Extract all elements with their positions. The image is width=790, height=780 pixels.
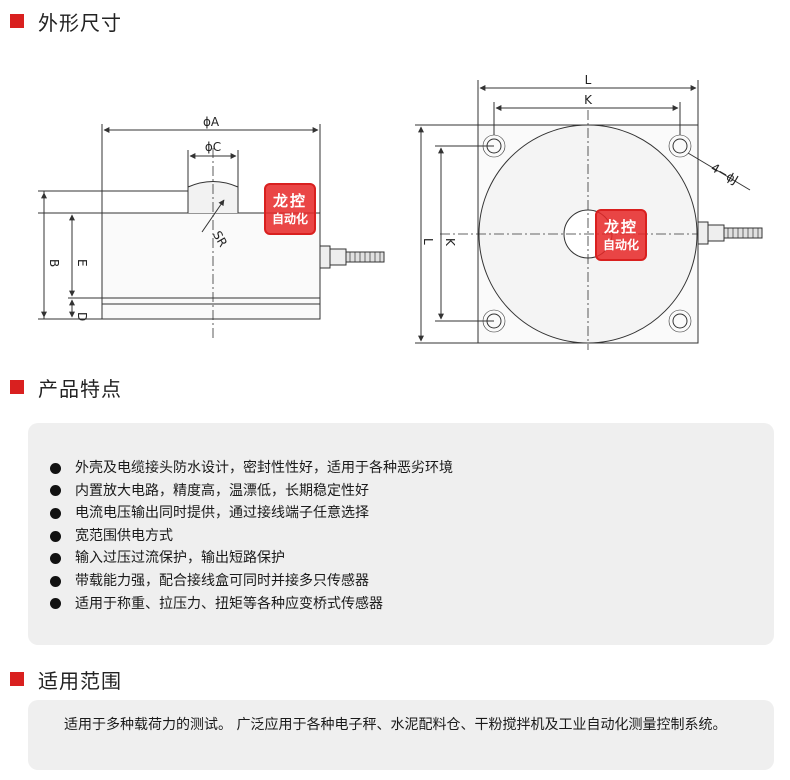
list-item: 内置放大电路，精度高，温漂低，长期稳定性好 (50, 480, 774, 503)
list-item: 宽范围供电方式 (50, 525, 774, 548)
section-marker (10, 672, 24, 686)
scope-panel: 适用于多种载荷力的测试。 广泛应用于各种电子秤、水泥配料仓、干粉搅拌机及工业自动… (28, 700, 774, 770)
features-panel: 外壳及电缆接头防水设计，密封性性好，适用于各种恶劣环境 内置放大电路，精度高，温… (28, 423, 774, 645)
list-item: 适用于称重、拉压力、扭矩等各种应变桥式传感器 (50, 593, 774, 616)
scope-text: 适用于多种载荷力的测试。 广泛应用于各种电子秤、水泥配料仓、干粉搅拌机及工业自动… (64, 717, 727, 733)
bullet-icon (50, 462, 61, 474)
label-phi-c: ϕC (205, 140, 221, 154)
stamp-line2: 自动化 (602, 237, 639, 252)
stamp-line1: 龙控 (272, 191, 307, 210)
section-title-features: 产品特点 (10, 374, 122, 401)
feature-text: 输入过压过流保护，输出短路保护 (75, 550, 285, 567)
feature-text: 外壳及电缆接头防水设计，密封性性好，适用于各种恶劣环境 (75, 460, 453, 476)
feature-text: 宽范围供电方式 (75, 527, 173, 544)
dimension-drawing: ϕA ϕC SR B E D L K L K 4−ϕJ (38, 73, 763, 350)
label-l-top: L (585, 73, 592, 87)
feature-text: 带载能力强，配合接线盒可同时并接多只传感器 (75, 572, 369, 589)
bullet-icon (50, 575, 61, 587)
section-title-dimensions: 外形尺寸 (10, 8, 122, 35)
label-d: D (75, 312, 89, 321)
watermark-stamp-right: 龙控 自动化 (595, 209, 647, 261)
section-title-text: 适用范围 (38, 668, 122, 693)
feature-text: 适用于称重、拉压力、扭矩等各种应变桥式传感器 (75, 595, 383, 612)
side-view (38, 124, 385, 340)
bullet-icon (50, 530, 61, 542)
feature-text: 内置放大电路，精度高，温漂低，长期稳定性好 (75, 482, 369, 499)
feature-text: 电流电压输出同时提供，通过接线端子任意选择 (75, 505, 369, 522)
list-item: 电流电压输出同时提供，通过接线端子任意选择 (50, 502, 774, 525)
list-item: 输入过压过流保护，输出短路保护 (50, 547, 774, 570)
label-b: B (47, 259, 61, 267)
stamp-line1: 龙控 (603, 217, 638, 236)
stamp-line2: 自动化 (271, 211, 308, 226)
bullet-icon (50, 485, 61, 497)
section-title-scope: 适用范围 (10, 666, 122, 693)
bullet-icon (50, 553, 61, 565)
section-marker (10, 14, 24, 28)
label-e: E (75, 259, 89, 267)
list-item: 带载能力强，配合接线盒可同时并接多只传感器 (50, 570, 774, 593)
bullet-icon (50, 507, 61, 519)
section-title-text: 外形尺寸 (38, 10, 122, 35)
label-sr: SR (210, 229, 230, 250)
watermark-stamp-left: 龙控 自动化 (264, 183, 316, 235)
bullet-icon (50, 598, 61, 610)
top-view (415, 80, 763, 350)
list-item: 外壳及电缆接头防水设计，密封性性好，适用于各种恶劣环境 (50, 457, 774, 480)
section-title-text: 产品特点 (38, 376, 122, 401)
label-k-top: K (584, 93, 593, 107)
section-marker (10, 380, 24, 394)
label-k-side: K (443, 238, 457, 247)
features-list: 外壳及电缆接头防水设计，密封性性好，适用于各种恶劣环境 内置放大电路，精度高，温… (28, 423, 774, 615)
label-phi-a: ϕA (203, 115, 220, 129)
label-l-side: L (421, 238, 435, 245)
label-hole: 4−ϕJ (709, 160, 741, 187)
